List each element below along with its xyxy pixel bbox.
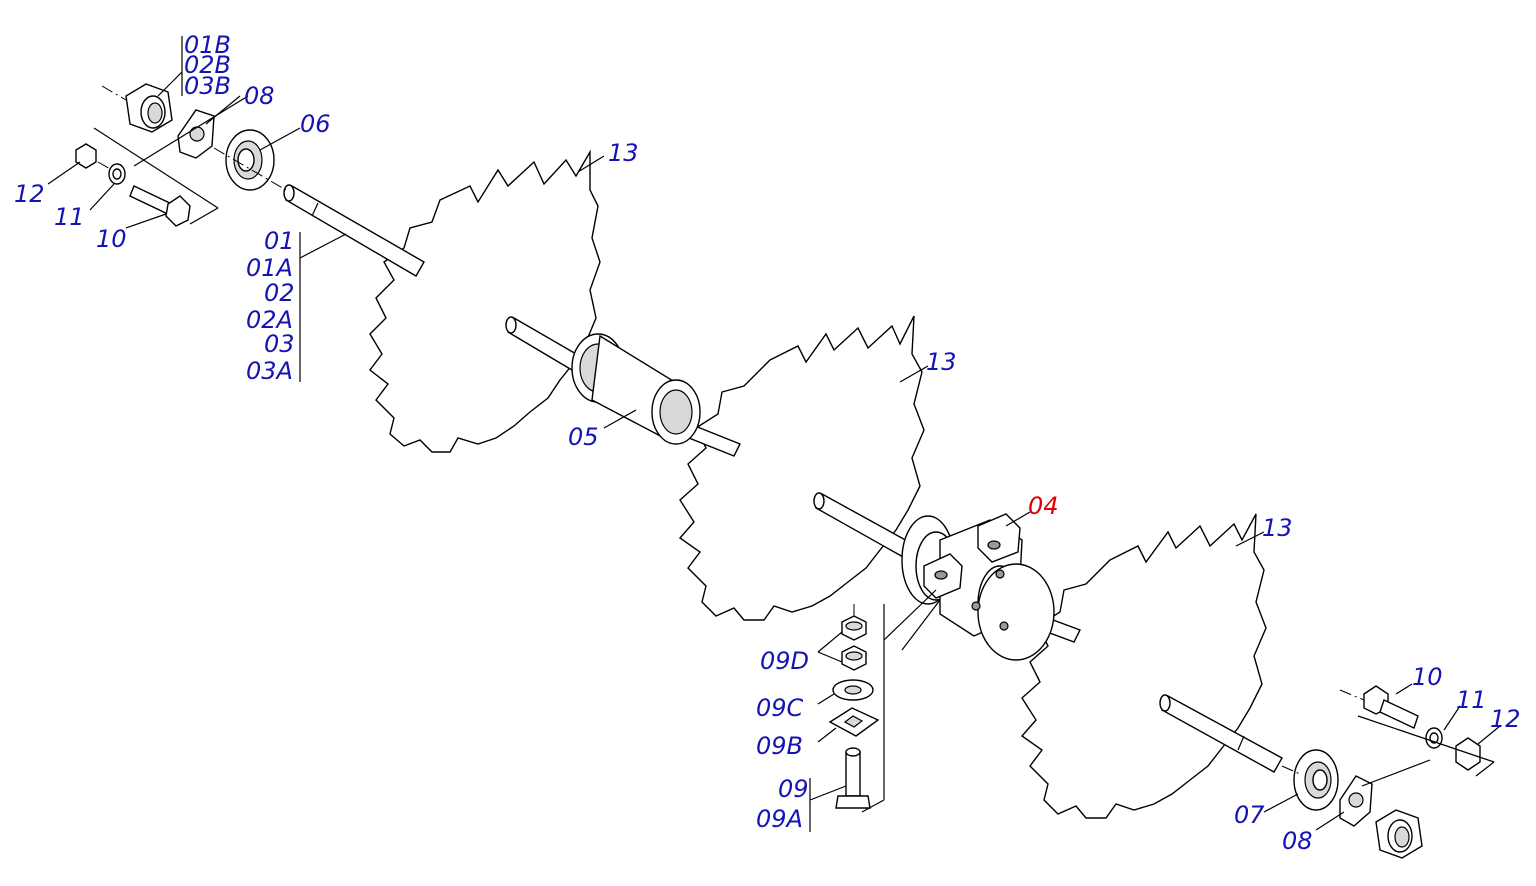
disc-blade-upper[interactable] (369, 149, 601, 453)
hex-nut-01B[interactable] (125, 83, 173, 133)
label-13-upper[interactable]: 13 (608, 139, 639, 167)
locking-collar-07[interactable] (1293, 749, 1339, 811)
label-03A[interactable]: 03A (246, 357, 293, 385)
hex-nut-12-upper[interactable] (75, 143, 97, 169)
hex-nut-09D-bottom[interactable] (841, 645, 867, 671)
square-washer-09B[interactable] (828, 707, 880, 737)
label-04-selected[interactable]: 04 (1028, 492, 1059, 520)
label-09C[interactable]: 09C (756, 694, 804, 722)
locking-collar-06[interactable] (225, 129, 275, 191)
bolt-10-lower[interactable] (1363, 685, 1419, 729)
label-01[interactable]: 01 (264, 227, 295, 255)
label-09A[interactable]: 09A (756, 805, 803, 833)
label-06[interactable]: 06 (300, 110, 331, 138)
label-03B[interactable]: 03B (184, 72, 231, 100)
shaft-upper[interactable] (283, 184, 591, 377)
label-10-upper[interactable]: 10 (96, 225, 127, 253)
label-11-upper[interactable]: 11 (54, 203, 85, 231)
flange-plate-08-lower[interactable] (1339, 775, 1373, 827)
label-10-lower[interactable]: 10 (1412, 663, 1443, 691)
label-12-lower[interactable]: 12 (1490, 705, 1521, 733)
part-labels: 01B 02B 03B 08 06 13 12 11 10 01 01A 02 … (14, 31, 1521, 855)
shaft-lower[interactable] (1159, 694, 1283, 773)
label-02A[interactable]: 02A (246, 306, 293, 334)
washer-11-lower[interactable] (1425, 727, 1443, 749)
hex-nut-09D-top[interactable] (841, 615, 867, 641)
label-08-upper[interactable]: 08 (244, 82, 275, 110)
washer-09C[interactable] (832, 679, 874, 701)
label-13-middle[interactable]: 13 (926, 348, 957, 376)
bolt-10-upper[interactable] (129, 185, 191, 227)
center-lines (97, 85, 1365, 775)
disc-blade-lower[interactable] (1020, 513, 1267, 819)
label-07[interactable]: 07 (1234, 801, 1265, 829)
label-09D[interactable]: 09D (760, 647, 809, 675)
label-11-lower[interactable]: 11 (1456, 686, 1487, 714)
hex-nut-12-lower[interactable] (1455, 737, 1481, 771)
label-01B[interactable]: 01B (184, 31, 231, 59)
hex-nut-lower-end[interactable] (1375, 809, 1423, 859)
label-03[interactable]: 03 (264, 330, 295, 358)
label-09B[interactable]: 09B (756, 732, 803, 760)
label-05[interactable]: 05 (568, 423, 599, 451)
spacer-spool-05[interactable] (571, 333, 701, 445)
leader-lines (47, 36, 1501, 832)
label-12-upper[interactable]: 12 (14, 180, 45, 208)
label-09[interactable]: 09 (778, 775, 809, 803)
label-02B[interactable]: 02B (184, 51, 231, 79)
carriage-bolt-09[interactable] (835, 747, 871, 809)
label-01A[interactable]: 01A (246, 254, 293, 282)
disc-blade-middle[interactable] (678, 315, 925, 621)
label-08-lower[interactable]: 08 (1282, 827, 1313, 855)
flange-plate-08-upper[interactable] (177, 109, 215, 159)
label-13-lower[interactable]: 13 (1262, 514, 1293, 542)
label-02[interactable]: 02 (264, 279, 295, 307)
washer-11-upper[interactable] (108, 163, 126, 185)
bearing-housing-04[interactable] (901, 513, 1055, 661)
